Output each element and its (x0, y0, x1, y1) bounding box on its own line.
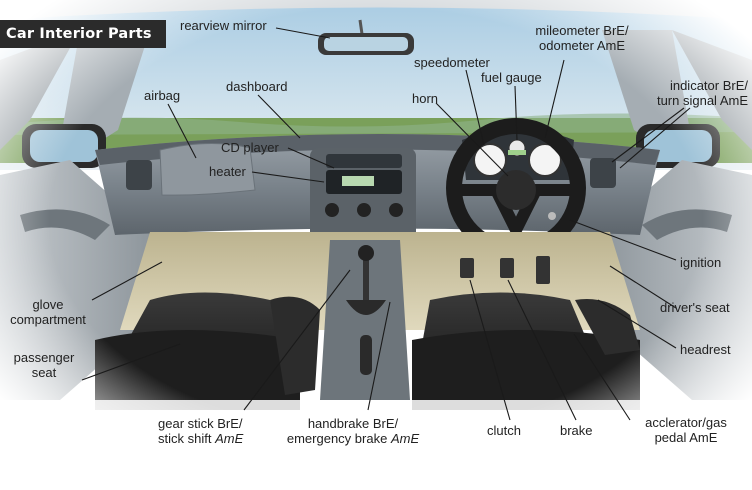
label-brake: brake (560, 423, 593, 438)
label-handbrake-line2: emergency brake AmE (282, 431, 424, 446)
leader-dashboard (257, 94, 301, 139)
label-airbag: airbag (144, 88, 181, 103)
leader-speedometer (465, 69, 485, 146)
leader-lines (81, 27, 691, 421)
diagram-title: Car Interior Parts (0, 20, 166, 48)
leader-glove-compartment (91, 261, 163, 301)
label-gear-stick: gear stick BrE/ stick shift AmE (158, 416, 243, 446)
leader-accelerator (573, 333, 631, 421)
label-heater: heater (209, 164, 246, 179)
label-glove-line2: compartment (10, 312, 86, 327)
leader-gear-stick (243, 269, 351, 411)
label-gear-stick-line2: stick shift AmE (158, 431, 243, 446)
label-indicator: indicator BrE/ turn signal AmE (630, 78, 748, 108)
label-dashboard: dashboard (226, 79, 288, 94)
leader-ignition (569, 219, 677, 261)
leader-passenger-seat (81, 343, 181, 381)
label-gear-stick-line1: gear stick BrE/ (158, 416, 243, 431)
label-gear-stick-line2a: stick shift (158, 431, 216, 446)
leader-drivers-seat (609, 265, 677, 309)
label-passenger-seat: passenger seat (6, 350, 82, 380)
label-gear-stick-line2b: AmE (215, 431, 244, 446)
label-ignition: ignition (680, 255, 722, 270)
label-mileometer-line1: mileometer BrE/ (535, 23, 629, 38)
label-headrest: headrest (680, 342, 731, 357)
label-mileometer-line2: odometer AmE (539, 38, 625, 53)
label-indicator-line1: indicator BrE/ (669, 78, 748, 93)
label-glove-compartment: glove compartment (2, 297, 94, 327)
leader-indicator-2 (619, 107, 691, 169)
leader-airbag (167, 103, 197, 159)
label-rearview-mirror: rearview mirror (180, 18, 267, 33)
leader-clutch (469, 279, 511, 421)
leader-cd-player (287, 147, 335, 169)
label-passenger-line1: passenger (13, 350, 75, 365)
label-handbrake-line2b: AmE (390, 431, 420, 446)
leader-rearview-mirror (275, 27, 331, 39)
label-drivers-seat: driver's seat (660, 300, 730, 315)
label-cd-player: CD player (221, 140, 279, 155)
label-accelerator-line2: pedal AmE (654, 430, 718, 445)
label-accelerator-line1: acclerator/gas (645, 415, 727, 430)
label-accelerator: acclerator/gas pedal AmE (626, 415, 746, 445)
leader-handbrake (367, 301, 391, 411)
leader-fuel-gauge (514, 85, 518, 141)
leader-brake (507, 279, 577, 421)
leader-headrest (597, 299, 677, 349)
label-fuel-gauge: fuel gauge (481, 70, 542, 85)
label-indicator-line2: turn signal AmE (656, 93, 748, 108)
leader-horn (435, 102, 509, 177)
leader-heater (251, 171, 325, 183)
label-handbrake: handbrake BrE/ emergency brake AmE (282, 416, 424, 446)
leader-indicator-1 (611, 107, 685, 163)
label-horn: horn (412, 91, 439, 106)
label-handbrake-line2a: emergency brake (286, 431, 391, 446)
label-clutch: clutch (487, 423, 521, 438)
label-passenger-line2: seat (31, 365, 57, 380)
label-speedometer: speedometer (414, 55, 490, 70)
label-glove-line1: glove (32, 297, 64, 312)
leader-mileometer (544, 59, 565, 139)
label-mileometer: mileometer BrE/ odometer AmE (526, 23, 638, 53)
label-handbrake-line1: handbrake BrE/ (307, 416, 399, 431)
